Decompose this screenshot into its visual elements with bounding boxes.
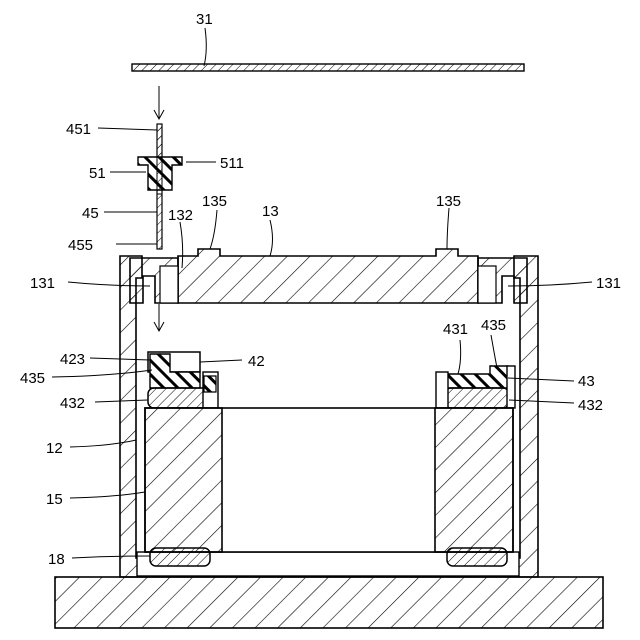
label-42: 42 (248, 353, 265, 370)
label-135-right: 135 (436, 193, 461, 210)
label-432-right: 432 (578, 397, 603, 414)
body-left-post (145, 408, 222, 552)
left-side-rubber (204, 376, 216, 392)
label-132: 132 (168, 207, 193, 224)
right-outer-block (507, 366, 515, 408)
label-432-left: 432 (60, 395, 85, 412)
right-seal-431 (441, 366, 508, 388)
label-31: 31 (196, 11, 213, 28)
label-511: 511 (220, 155, 244, 172)
label-13: 13 (262, 203, 279, 220)
right-ring-432 (445, 388, 509, 408)
label-51: 51 (89, 165, 106, 182)
pin-in-head (157, 124, 162, 194)
lid-notch (160, 266, 178, 303)
right-side-block (436, 372, 448, 408)
label-131-right: 131 (596, 275, 621, 292)
label-131-left: 131 (30, 275, 55, 292)
label-15: 15 (46, 491, 63, 508)
bottom-ring-left (150, 548, 210, 566)
label-43: 43 (578, 373, 595, 390)
label-451: 451 (66, 121, 91, 138)
label-12: 12 (46, 440, 63, 457)
label-431: 431 (443, 321, 468, 338)
label-45: 45 (82, 205, 99, 222)
label-18: 18 (48, 551, 65, 568)
label-435-left: 435 (20, 370, 45, 387)
label-423: 423 (60, 351, 85, 368)
lid (178, 249, 478, 303)
label-435-right: 435 (481, 317, 506, 334)
base-plate (55, 577, 603, 628)
bottom-ring-right (447, 548, 507, 566)
label-135-left: 135 (202, 193, 227, 210)
body-right-post (435, 408, 513, 552)
cover-plate (132, 64, 524, 71)
lid-notch-right (478, 266, 496, 303)
label-455: 455 (68, 237, 93, 254)
